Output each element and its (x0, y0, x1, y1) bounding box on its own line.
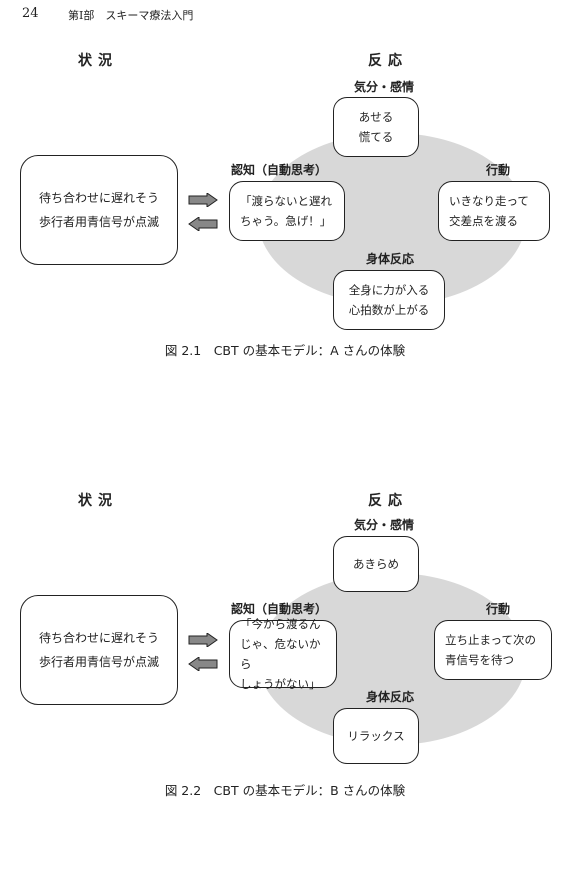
cognition-line: ちゃう。急げ！」 (240, 214, 332, 228)
action-label: 行動 (486, 163, 511, 177)
situation-box: 待ち合わせに遅れそう 歩行者用青信号が点滅 (20, 595, 178, 705)
situation-heading: 状況 (78, 493, 118, 509)
situation-line: 待ち合わせに遅れそう (38, 631, 159, 645)
body-label: 身体反応 (366, 690, 415, 704)
mood-line: 慌てる (358, 130, 394, 144)
reaction-heading: 反応 (368, 53, 408, 69)
arrow-right-icon (188, 193, 218, 207)
figure-caption: 図 2.1 CBT の基本モデル：A さんの体験 (164, 343, 406, 358)
situation-heading: 状況 (78, 53, 118, 69)
situation-box: 待ち合わせに遅れそう 歩行者用青信号が点滅 (20, 155, 178, 265)
action-box: いきなり走って 交差点を渡る (438, 181, 550, 241)
cognition-label: 認知（自動思考） (231, 163, 328, 177)
mood-line: あきらめ (353, 557, 399, 571)
reaction-heading: 反応 (368, 493, 408, 509)
cognition-label: 認知（自動思考） (231, 602, 328, 616)
situation-line: 歩行者用青信号が点滅 (38, 655, 159, 669)
body-box: リラックス (333, 708, 419, 764)
mood-box: あせる 慌てる (333, 97, 419, 157)
running-head: 第Ⅰ部 スキーマ療法入門 (68, 9, 194, 22)
cognition-line: 「今から渡るん (240, 617, 321, 631)
figure-2-2: 状況 反応 待ち合わせに遅れそう 歩行者用青信号が点滅 気分・感情 あきらめ 認… (0, 480, 570, 810)
action-line: 青信号を待つ (445, 653, 514, 667)
body-label: 身体反応 (366, 252, 415, 266)
page-header: 24 第Ⅰ部 スキーマ療法入門 (0, 6, 570, 24)
body-line: リラックス (347, 729, 405, 743)
cognition-line: 「渡らないと遅れ (240, 194, 332, 208)
page-number: 24 (22, 6, 39, 21)
cognition-box: 「渡らないと遅れ ちゃう。急げ！」 (229, 181, 345, 241)
mood-label: 気分・感情 (354, 80, 415, 94)
mood-box: あきらめ (333, 536, 419, 592)
action-line: 立ち止まって次の (445, 633, 536, 647)
cognition-box: 「今から渡るん じゃ、危ないから しょうがない」 (229, 617, 337, 691)
figure-2-1: 状況 反応 待ち合わせに遅れそう 歩行者用青信号が点滅 気分・感情 あせる 慌て… (0, 40, 570, 370)
action-line: 交差点を渡る (449, 214, 518, 228)
situation-line: 歩行者用青信号が点滅 (38, 215, 159, 229)
arrow-right-icon (188, 633, 218, 647)
cognition-line: じゃ、危ないから (240, 637, 321, 671)
action-line: いきなり走って (449, 194, 529, 208)
body-line: 心拍数が上がる (348, 303, 430, 317)
action-box: 立ち止まって次の 青信号を待つ (434, 620, 552, 680)
action-label: 行動 (486, 602, 511, 616)
cognition-line: しょうがない」 (240, 677, 321, 691)
arrow-left-icon (188, 657, 218, 671)
arrow-left-icon (188, 217, 218, 231)
mood-line: あせる (358, 110, 394, 124)
body-line: 全身に力が入る (348, 283, 430, 297)
body-box: 全身に力が入る 心拍数が上がる (333, 270, 445, 330)
situation-line: 待ち合わせに遅れそう (38, 191, 159, 205)
figure-caption: 図 2.2 CBT の基本モデル：B さんの体験 (164, 783, 406, 798)
mood-label: 気分・感情 (354, 518, 415, 532)
